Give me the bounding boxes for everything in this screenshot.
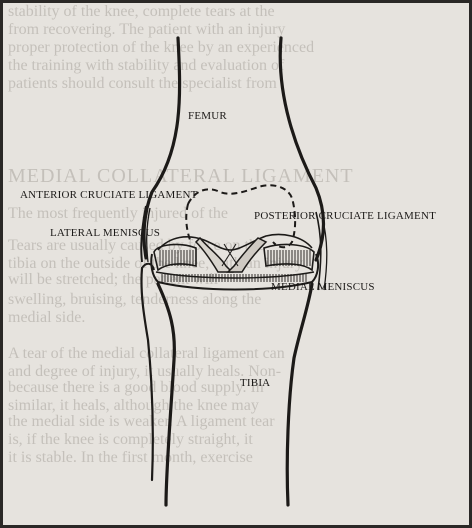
posterior-cruciate-ligament <box>228 238 266 272</box>
femur-condyles <box>158 235 312 251</box>
label-tibia: TIBIA <box>240 377 270 389</box>
label-lateral-meniscus: LATERAL MENISCUS <box>50 227 160 239</box>
label-medial-meniscus: MEDIAL MENISCUS <box>271 281 375 293</box>
label-posterior-cruciate-ligament: POSTERIOR CRUCIATE LIGAMENT <box>254 210 436 222</box>
label-femur: FEMUR <box>188 110 227 122</box>
ligament-fibre <box>224 244 238 266</box>
femur-left-outline <box>144 38 180 258</box>
anterior-cruciate-ligament <box>196 238 232 272</box>
femur-right-outline <box>280 38 323 260</box>
tibia-left-outline <box>158 284 174 505</box>
tibia-right-outline <box>287 284 312 505</box>
fibula-outline <box>141 268 152 480</box>
label-anterior-cruciate-ligament: ANTERIOR CRUCIATE LIGAMENT <box>20 189 198 201</box>
ligament-fibre <box>222 244 236 266</box>
